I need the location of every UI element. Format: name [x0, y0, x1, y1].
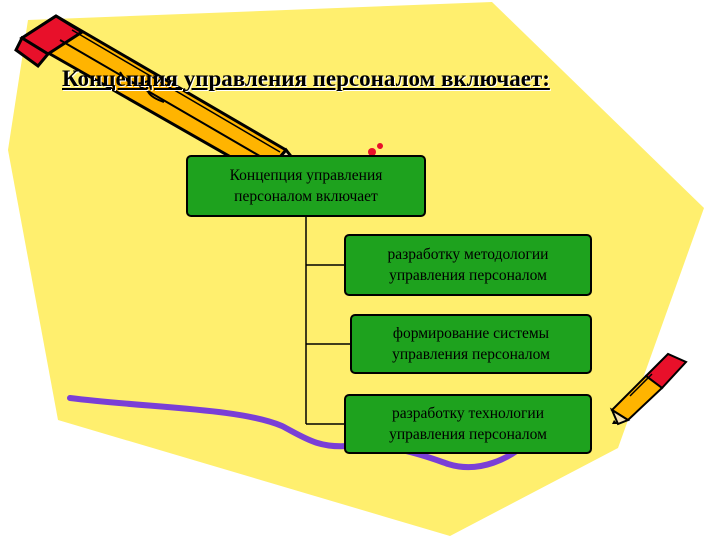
small-pencil-icon	[609, 352, 688, 426]
child-node-line-1: разработку методологии	[387, 246, 549, 263]
child-node-line-2: управления персоналом	[389, 267, 547, 284]
root-node-line-1: Концепция управления	[229, 167, 383, 184]
root-node: Концепция управления персоналом включает	[186, 155, 426, 217]
red-accent-marks	[368, 143, 383, 156]
child-node-line-2: управления персоналом	[392, 346, 550, 363]
child-node-methodology: разработку методологии управления персон…	[344, 234, 592, 296]
child-node-line-1: формирование системы	[392, 325, 550, 342]
page-title: Концепция управления персоналом включает…	[62, 66, 550, 91]
child-node-system: формирование системы управления персонал…	[350, 314, 592, 374]
child-node-technology: разработку технологии управления персона…	[344, 394, 592, 454]
root-node-line-2: персоналом включает	[234, 188, 378, 205]
child-node-line-2: управления персоналом	[389, 426, 547, 443]
pencil-icon	[14, 14, 305, 179]
connector-lines	[305, 216, 350, 425]
purple-scribble	[67, 395, 531, 471]
child-node-line-1: разработку технологии	[392, 405, 544, 422]
